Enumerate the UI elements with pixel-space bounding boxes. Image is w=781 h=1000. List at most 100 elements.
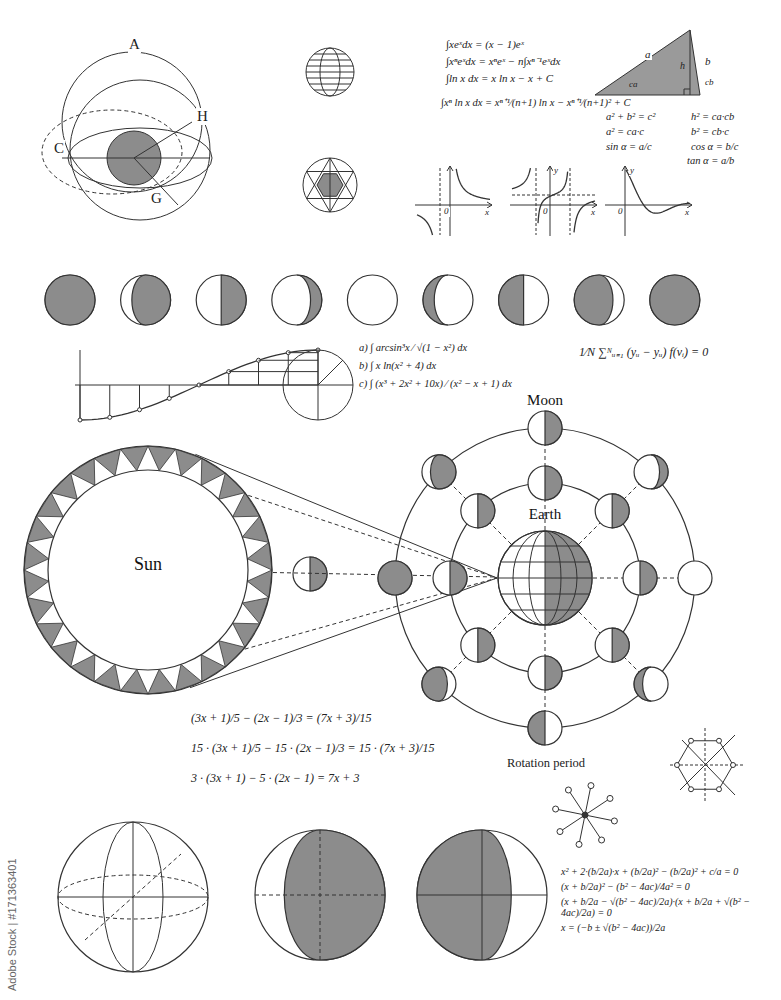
moon-axis [482, 830, 483, 960]
moon-phase [612, 494, 629, 528]
formula: h² = ca·cb [690, 111, 735, 123]
moon-phase [45, 275, 95, 325]
orbit-node: MoonEarth [395, 428, 695, 728]
graph-curve [512, 168, 530, 189]
side-label: b [704, 55, 712, 67]
sun-ray [219, 473, 245, 499]
hexagon-vertex [689, 787, 694, 792]
formula: (x + b/2a − √(b² − 4ac)/2a)·(x + b/2a + … [560, 896, 777, 918]
formula: ∫xⁿ ln x dx = xⁿ⁺¹⁄(n+1) ln x − xⁿ⁺¹⁄(n+… [440, 97, 632, 109]
sun-ray [148, 446, 176, 471]
moon-phase [430, 455, 456, 489]
graph-vertex [582, 812, 588, 818]
formula: ∫xeˣdx = (x − 1)eˣ [445, 38, 525, 50]
axis-label: 0 [443, 207, 450, 217]
radius-line [134, 122, 192, 158]
graph-vertex [557, 829, 563, 835]
sun-ray [247, 570, 272, 598]
moon-phase [595, 494, 629, 528]
moon-phase [461, 628, 495, 662]
ordinate-line [139, 385, 140, 410]
axis-line [62, 158, 210, 159]
side-label: ca [628, 80, 639, 90]
graph-spoke [585, 815, 614, 821]
point-letter: C [53, 140, 65, 157]
formula: x = (−b ± √(b² − 4ac))/2a [560, 922, 777, 933]
moon-phase [423, 275, 448, 325]
formula: a² + b² = c² [605, 111, 656, 123]
equation: (3x + 1)/5 − (2x − 1)/3 = (7x + 3)/15 [190, 712, 372, 725]
moon-phase [272, 275, 322, 325]
graph-axis [625, 166, 626, 236]
axis-label: x [684, 208, 690, 218]
earth-parallel [511, 546, 580, 547]
node-label: Earth [497, 506, 593, 523]
watermark: Adobe Stock | #171363401 [6, 857, 18, 992]
moon-phase [423, 275, 473, 325]
altitude-line [690, 30, 691, 95]
graph-vertex [565, 787, 571, 793]
moon-phase [528, 711, 545, 745]
moon-phase [433, 561, 467, 595]
sun-ray [36, 493, 63, 517]
earth-shape [497, 530, 593, 626]
formula: a) ∫ arcsin³x ⁄ √(1 − x²) dx [358, 342, 468, 354]
earth-parallel [498, 578, 592, 579]
sun-ray [51, 641, 77, 667]
graph-curve [626, 170, 690, 213]
graph-spoke [585, 815, 602, 840]
moon-phase [640, 561, 657, 595]
moon-phase [347, 275, 397, 325]
sun-ray [51, 473, 77, 499]
sine-curve [80, 350, 318, 420]
hexagon-vertex [717, 738, 722, 743]
moon-phase [297, 275, 322, 325]
moon-phase [293, 557, 327, 591]
asymptote [570, 168, 571, 235]
right-angle-mark [684, 89, 690, 95]
globe-parallel [307, 66, 353, 67]
graph-vertex [607, 795, 613, 801]
graph-spoke [579, 815, 585, 844]
axis-label: x [590, 208, 596, 218]
side-label: a [644, 48, 652, 60]
earth-parallel [501, 594, 589, 595]
ordinate-line [80, 385, 81, 420]
formula: a² = ca·c [605, 126, 645, 138]
formula: sin α = a/c [605, 141, 653, 153]
moon-phase [634, 667, 651, 701]
hexagon-axis [682, 740, 735, 795]
graph-vertex [599, 837, 605, 843]
side-label: cb [704, 78, 715, 88]
hexagon-axis [680, 735, 735, 790]
axis-label: y [629, 166, 635, 176]
caption-text: Rotation period [506, 757, 586, 771]
graph-axis [415, 205, 492, 206]
moon-phase [422, 455, 456, 489]
earth-parallel [511, 610, 580, 611]
graph-vertex [611, 818, 617, 824]
graph-axis [450, 166, 451, 236]
moon-phase [650, 275, 700, 325]
moon-phase [574, 275, 624, 325]
moon-phase [461, 494, 495, 528]
moon-phase [499, 275, 524, 325]
axis-label: x [484, 208, 490, 218]
sun-ray [71, 458, 95, 485]
axis-line [318, 350, 319, 420]
graph-curve [456, 169, 490, 199]
graph-spoke [556, 809, 585, 815]
right-triangle [595, 30, 700, 95]
moon-phase [45, 275, 95, 325]
graph-spoke [568, 790, 585, 815]
graph-vertex [576, 841, 582, 847]
axis-arrow [622, 166, 628, 171]
sun-ray [247, 542, 272, 570]
orbit-circle [70, 80, 210, 220]
moon-phase [121, 275, 171, 325]
axis-arrow [447, 166, 453, 171]
moon-large [417, 830, 547, 960]
moon-phase [422, 667, 456, 701]
graph-spoke [560, 815, 585, 832]
moon-phase [545, 466, 562, 500]
